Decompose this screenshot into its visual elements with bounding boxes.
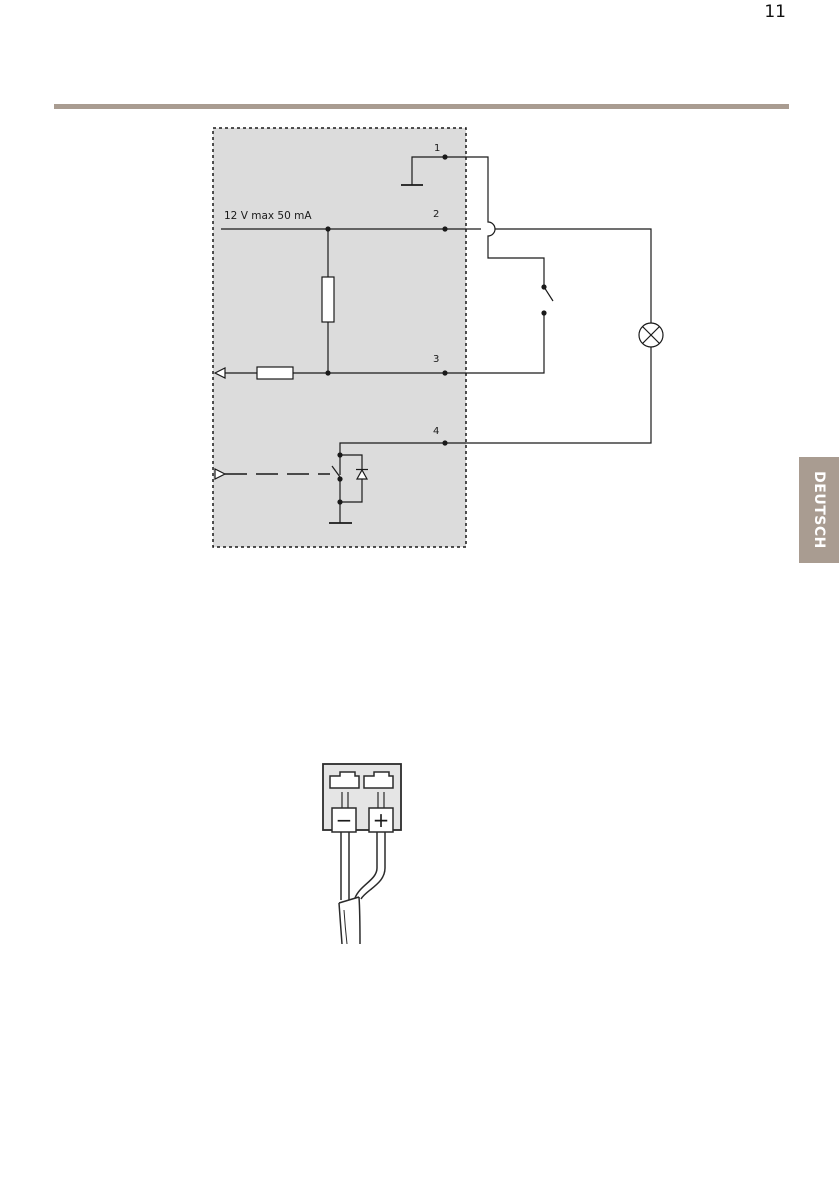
switch-contact-dot [541, 310, 546, 315]
pin-2-label: 2 [433, 209, 439, 220]
pin1-terminal-dot [442, 154, 447, 159]
supply-voltage-label: 12 V max 50 mA [224, 210, 312, 222]
junction-dot [337, 499, 342, 504]
minus-terminal-label: − [336, 808, 353, 832]
series-resistor [257, 367, 293, 379]
lamp-return-wire [445, 347, 651, 443]
switch-contact-dot [541, 284, 546, 289]
pin-4-label: 4 [433, 426, 439, 437]
pin4-terminal-dot [442, 440, 447, 445]
minus-wire [341, 830, 349, 900]
power-connector-diagram: − + [0, 750, 839, 960]
junction-dot [325, 226, 330, 231]
plus-terminal-label: + [373, 808, 390, 832]
cable-jacket [339, 897, 360, 944]
supply-line-right-b [495, 229, 651, 323]
junction-dot [325, 370, 330, 375]
junction-dot [337, 452, 342, 457]
pin-1-label: 1 [434, 143, 440, 154]
pullup-resistor [322, 277, 334, 322]
plus-wire [355, 830, 385, 899]
junction-dot [337, 476, 342, 481]
pin3-terminal-dot [442, 370, 447, 375]
pin2-terminal-dot [442, 226, 447, 231]
pin-3-label: 3 [433, 354, 439, 365]
io-circuit-diagram: 1 2 3 4 12 V max 50 mA [0, 0, 839, 600]
